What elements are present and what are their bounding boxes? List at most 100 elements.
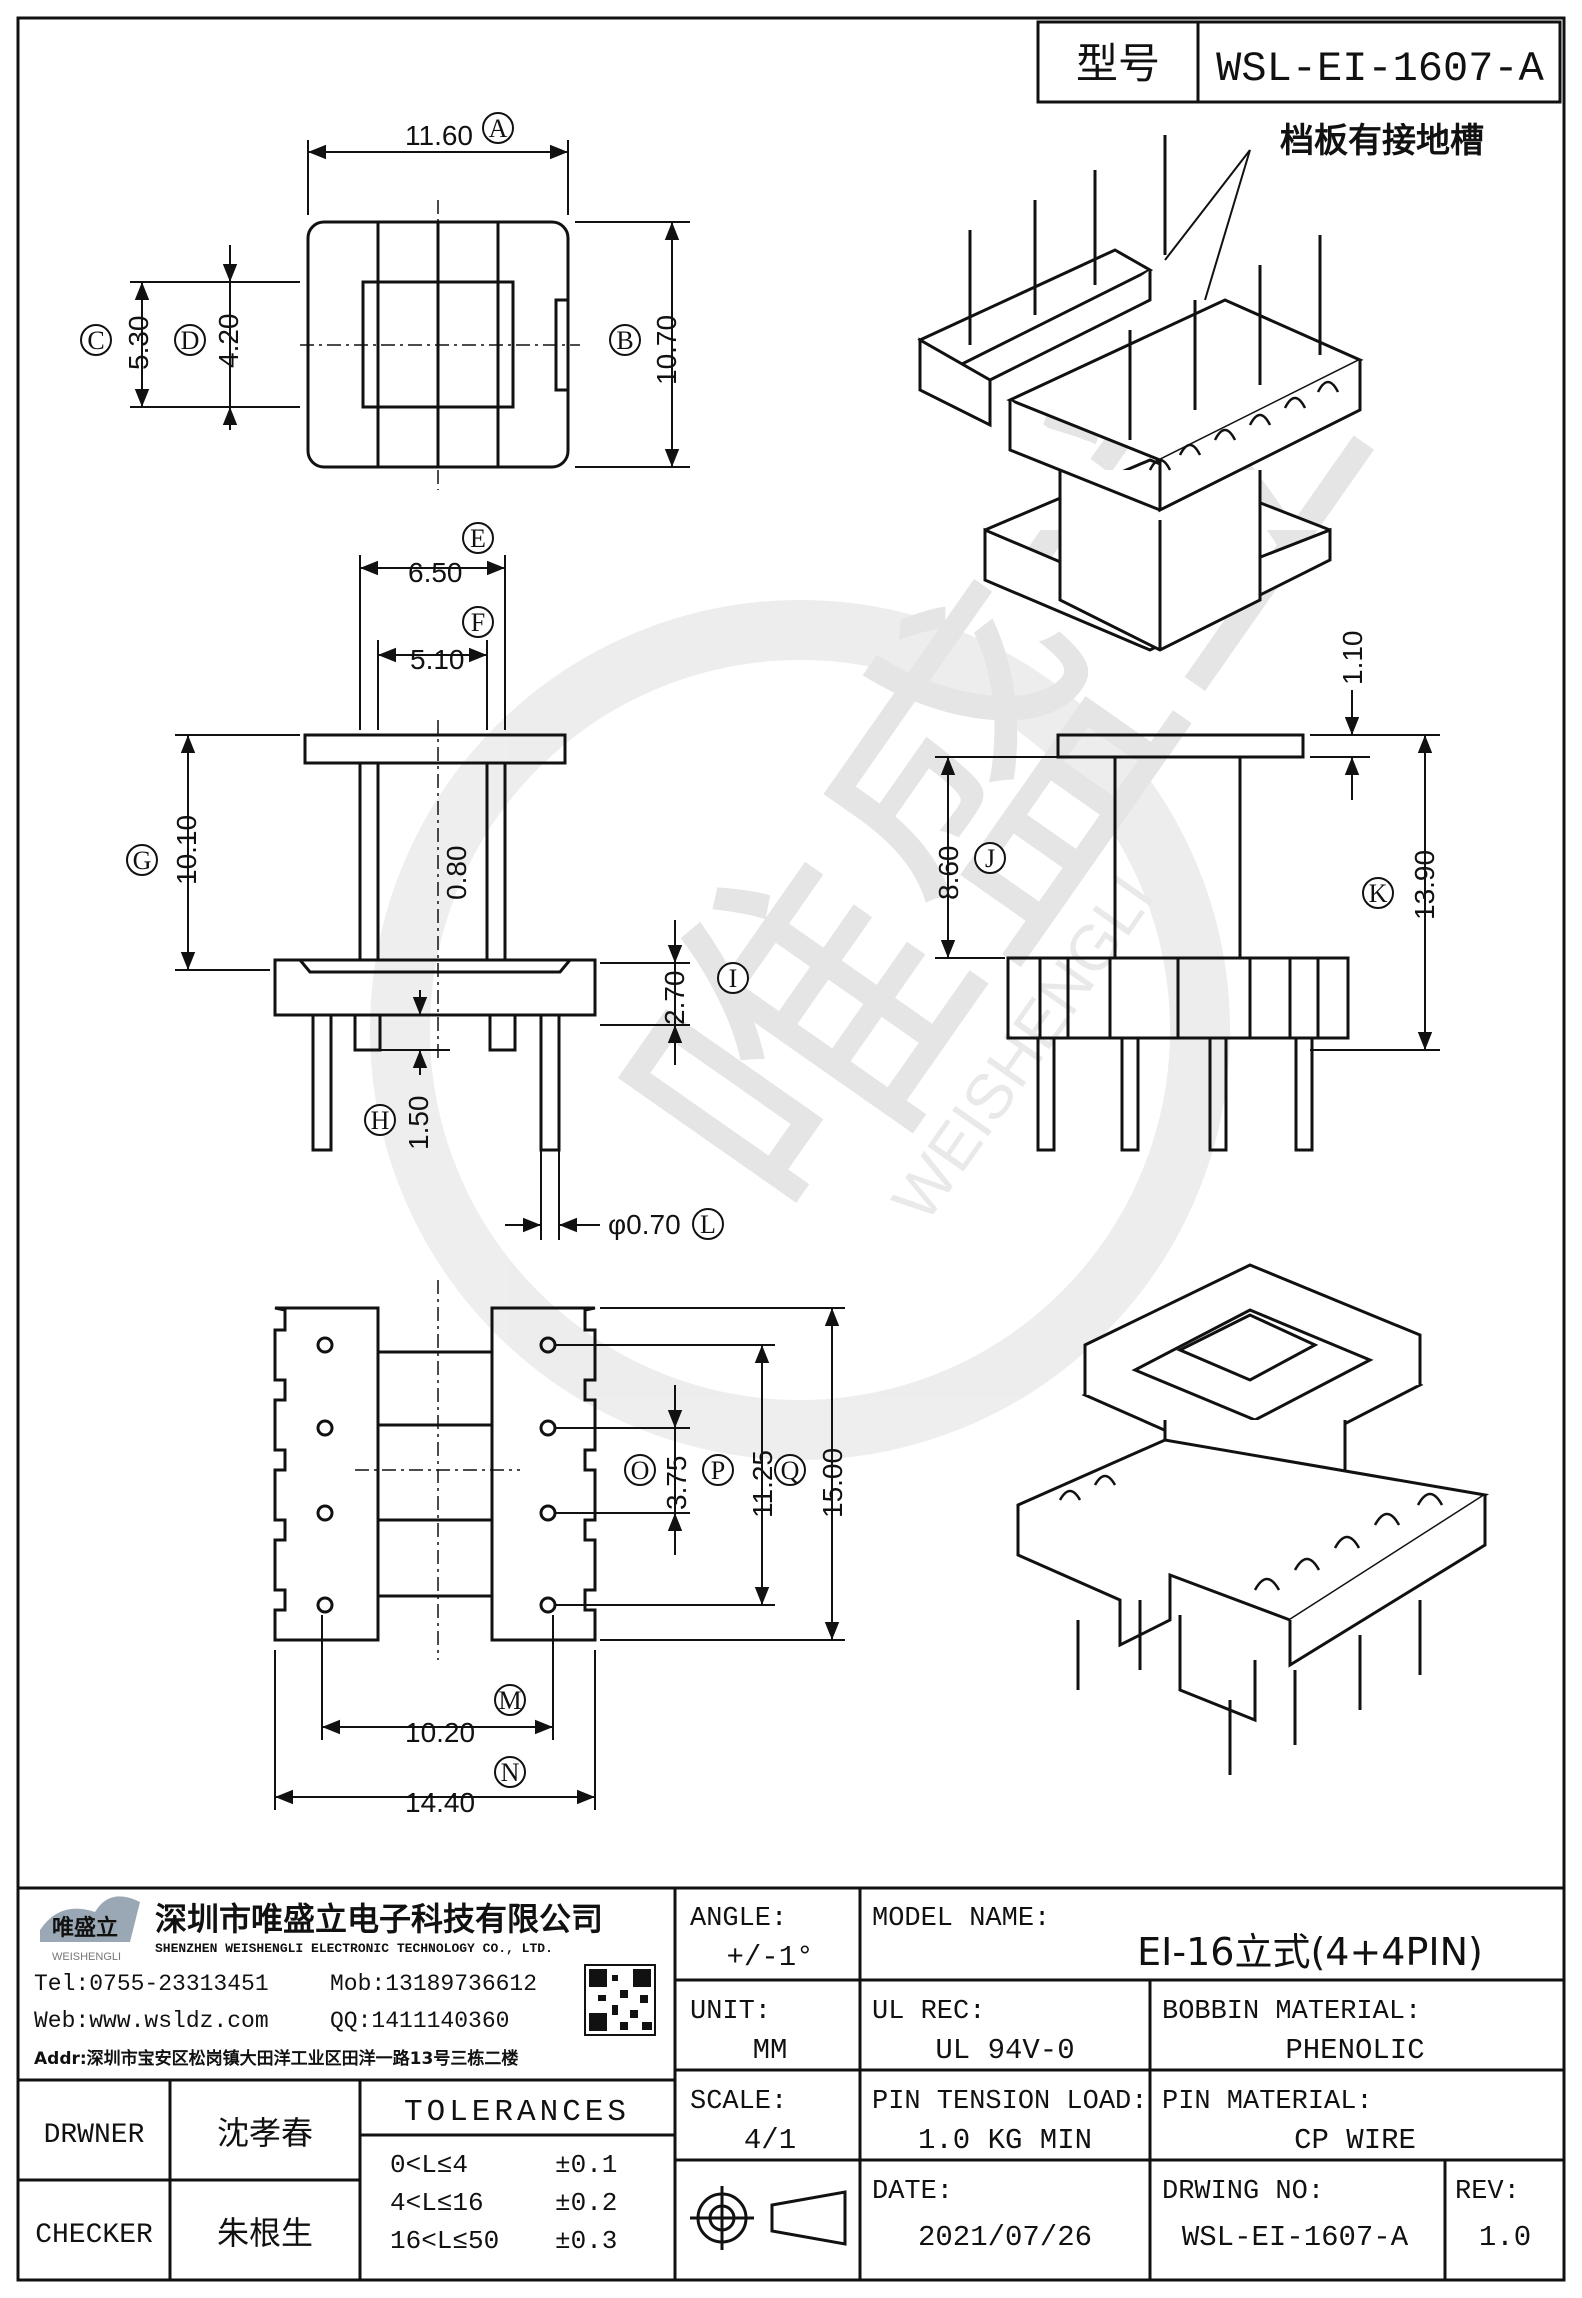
- dim-K-tag: K: [1369, 879, 1388, 908]
- dim-D-value: 4.20: [213, 314, 244, 369]
- drawer-label: DRWNER: [44, 2120, 145, 2151]
- logo-text: 唯盛立: [52, 1915, 118, 1941]
- dim-F-value: 5.10: [410, 644, 465, 675]
- top-view-dims: [130, 140, 690, 468]
- dim-F-tag: F: [471, 608, 485, 637]
- pin-tension-label: PIN TENSION LOAD:: [872, 2087, 1147, 2117]
- iso-top-notches: [1148, 380, 1340, 471]
- dim-Q-value: 15.00: [817, 1448, 848, 1518]
- side-view-dim-text: 8.60 J 13.90 K 1.10: [933, 631, 1440, 921]
- bobbin-value: PHENOLIC: [1285, 2034, 1424, 2067]
- dim-N-tag: N: [501, 1758, 520, 1787]
- model-code: WSL-EI-1607-A: [1216, 45, 1544, 93]
- tol-range-0: 0<L≤4: [390, 2150, 468, 2180]
- dim-O-tag: O: [631, 1456, 650, 1485]
- dim-K-value: 13.90: [1409, 850, 1440, 920]
- unit-label: UNIT:: [690, 1997, 771, 2027]
- model-label: 型号: [1076, 39, 1160, 88]
- isometric-view-top: [917, 135, 1364, 652]
- dim-B-tag: B: [616, 326, 633, 355]
- dim-I-tag: I: [729, 964, 738, 993]
- bobbin-label: BOBBIN MATERIAL:: [1162, 1997, 1421, 2027]
- model-name-label: MODEL NAME:: [872, 1904, 1050, 1934]
- company-block: 唯盛立 WEISHENGLI 深圳市唯盛立电子科技有限公司 SHENZHEN W…: [34, 1896, 656, 2069]
- dim-L-value: φ0.70: [608, 1209, 681, 1240]
- rev-label: REV:: [1455, 2177, 1520, 2207]
- angle-label: ANGLE:: [690, 1904, 787, 1934]
- checker-label: CHECKER: [35, 2220, 153, 2251]
- dim-J-tag: J: [985, 844, 995, 873]
- company-name-en: SHENZHEN WEISHENGLI ELECTRONIC TECHNOLOG…: [155, 1941, 553, 1956]
- front-view: [273, 720, 597, 1152]
- bottom-view: [273, 1280, 597, 1660]
- dim-C-tag: C: [87, 326, 104, 355]
- ul-label: UL REC:: [872, 1997, 985, 2027]
- tol-value-2: ±0.3: [555, 2226, 617, 2256]
- company-logo: 唯盛立 WEISHENGLI: [40, 1896, 140, 1963]
- company-name-cn: 深圳市唯盛立电子科技有限公司: [155, 1900, 603, 1938]
- drawing-no-label: DRWING NO:: [1162, 2177, 1324, 2207]
- rev-value: 1.0: [1479, 2221, 1531, 2254]
- dim-C-value: 5.30: [123, 316, 154, 371]
- tol-range-1: 4<L≤16: [390, 2188, 484, 2218]
- tol-range-2: 16<L≤50: [390, 2226, 499, 2256]
- dim-E-tag: E: [470, 524, 486, 553]
- unit-value: MM: [753, 2034, 788, 2067]
- tol-value-1: ±0.2: [555, 2188, 617, 2218]
- dim-M-tag: M: [498, 1686, 521, 1715]
- company-web: Web:www.wsldz.com: [34, 2008, 269, 2034]
- tolerances-label: TOLERANCES: [404, 2095, 630, 2130]
- front-view-dim-text: 6.50 E 5.10 F 10.10 G 0.80 2.70 I 1.50 H…: [126, 522, 749, 1240]
- dim-B-value: 10.70: [651, 315, 682, 385]
- dim-wall-value: 0.80: [441, 846, 472, 901]
- tol-value-0: ±0.1: [555, 2150, 617, 2180]
- drawer-name: 沈孝春: [217, 2114, 313, 2152]
- dim-H-value: 1.50: [403, 1096, 434, 1151]
- iso-top-pins: [968, 135, 1322, 440]
- dim-A-tag: A: [489, 114, 508, 143]
- ul-value: UL 94V-0: [935, 2034, 1074, 2067]
- pin-material-label: PIN MATERIAL:: [1162, 2087, 1373, 2117]
- front-view-dims: [175, 555, 690, 1240]
- title-block-text: ANGLE: +/-1° MODEL NAME: EI-16立式(4+4PIN)…: [35, 1904, 1531, 2256]
- date-value: 2021/07/26: [918, 2221, 1092, 2254]
- dim-G-tag: G: [133, 846, 152, 875]
- callout-note: 档板有接地槽: [1280, 121, 1484, 161]
- company-addr: Addr:深圳市宝安区松岗镇大田洋工业区田洋一路13号三栋二楼: [34, 2048, 518, 2069]
- logo-sub: WEISHENGLI: [52, 1951, 121, 1963]
- iso-bottom-notches: [1058, 1474, 1444, 1591]
- angle-value: +/-1°: [726, 1941, 813, 1974]
- dim-H-tag: H: [371, 1106, 390, 1135]
- sheet-border: [16, 16, 1566, 2282]
- dim-I-value: 2.70: [659, 971, 690, 1026]
- dim-N-value: 14.40: [405, 1787, 475, 1818]
- projection-symbol: [690, 2186, 847, 2250]
- model-name-value: EI-16立式(4+4PIN): [1137, 1930, 1483, 1974]
- title-block: [18, 1886, 1564, 2280]
- model-header: 型号 WSL-EI-1607-A: [1036, 20, 1562, 104]
- dim-flange-value: 1.10: [1337, 631, 1368, 686]
- dim-G-value: 10.10: [171, 815, 202, 885]
- dim-P-tag: P: [711, 1456, 725, 1485]
- company-mob: Mob:13189736612: [330, 1971, 537, 1997]
- isometric-view-bottom: [1016, 1263, 1490, 1775]
- dim-E-value: 6.50: [408, 557, 463, 588]
- bottom-view-dim-text: 3.75 O 11.25 P 15.00 Q 10.20 M 14.40 N: [405, 1448, 848, 1818]
- callout: 档板有接地槽: [1164, 121, 1484, 301]
- pin-material-value: CP WIRE: [1294, 2124, 1416, 2157]
- drawing-no-value: WSL-EI-1607-A: [1182, 2221, 1409, 2254]
- company-tel: Tel:0755-23313451: [34, 1971, 269, 1997]
- scale-label: SCALE:: [690, 2087, 787, 2117]
- company-qq: QQ:1411140360: [330, 2008, 509, 2034]
- dim-D-tag: D: [181, 326, 200, 355]
- date-label: DATE:: [872, 2177, 953, 2207]
- dim-A-value: 11.60: [405, 120, 473, 151]
- side-view: [1006, 733, 1350, 1152]
- bottom-view-dims: [274, 1307, 845, 1810]
- side-view-dims: [935, 690, 1440, 1051]
- dim-Q-tag: Q: [781, 1456, 800, 1485]
- dim-L-tag: L: [700, 1210, 716, 1239]
- pin-tension-value: 1.0 KG MIN: [918, 2124, 1092, 2157]
- dim-J-value: 8.60: [933, 846, 964, 901]
